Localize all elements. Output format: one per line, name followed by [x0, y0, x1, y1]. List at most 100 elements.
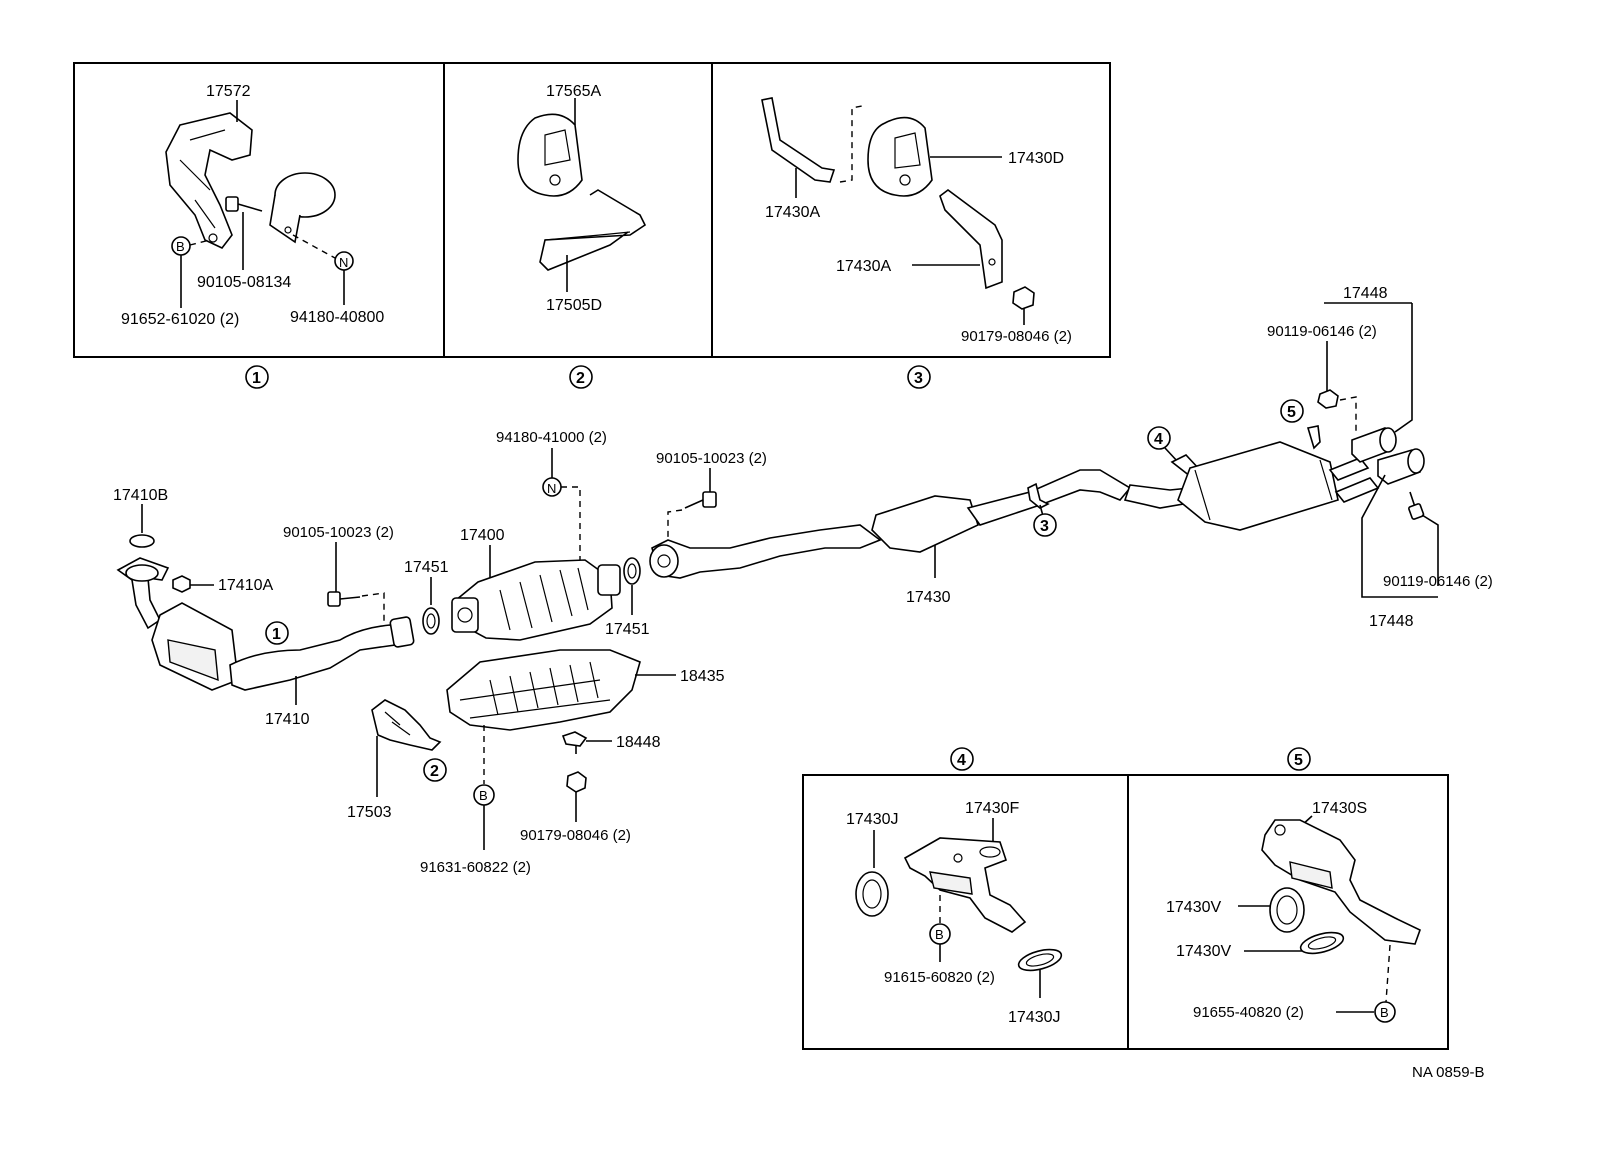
label-17410B: 17410B	[113, 487, 168, 504]
label-17503: 17503	[347, 804, 392, 821]
label-17572: 17572	[206, 83, 251, 100]
label-94180-41000: 94180-41000 (2)	[496, 429, 607, 446]
bracket-17503	[371, 699, 442, 751]
marker-b-main-text: B	[479, 788, 488, 803]
clip-18448	[561, 731, 588, 754]
callout-1-main-text: 1	[272, 626, 281, 643]
label-90105-10023-a: 90105-10023 (2)	[283, 524, 394, 541]
hanger-17430A-lower	[939, 189, 1003, 290]
label-17451-left: 17451	[404, 559, 449, 576]
tail-tip-17448-upper	[1351, 427, 1397, 463]
detail-box-3	[711, 62, 1111, 358]
mount-17430D	[867, 116, 933, 197]
callout-3-main-text: 3	[1040, 518, 1049, 535]
marker-b-box1-text: B	[176, 239, 185, 254]
callout-1-text: 1	[252, 370, 261, 387]
label-18435: 18435	[680, 668, 725, 685]
bolt-90105-10023-b	[684, 491, 717, 509]
mount-17565A	[517, 113, 583, 197]
catalytic-converter-17400	[451, 559, 621, 641]
ring-17430V-upper	[1269, 887, 1305, 933]
label-17505D: 17505D	[546, 297, 602, 314]
callout-3-text: 3	[914, 370, 923, 387]
hanger-17505D	[539, 189, 647, 271]
callout-3	[907, 365, 931, 389]
label-17430J-top: 17430J	[846, 811, 899, 828]
bracket-17430S	[1261, 819, 1421, 945]
label-17410: 17410	[265, 711, 310, 728]
label-17451-right: 17451	[605, 621, 650, 638]
callout-2	[569, 365, 593, 389]
bolt-90119-06146-top	[1317, 389, 1339, 409]
label-17430A-top: 17430A	[765, 204, 820, 221]
label-18448: 18448	[616, 734, 661, 751]
gasket-17410B	[129, 534, 155, 548]
label-17410A: 17410A	[218, 577, 273, 594]
bolt-90105-10023-a	[327, 591, 361, 607]
label-17430V-bottom: 17430V	[1176, 943, 1231, 960]
nut-90179-08046-bottom	[566, 771, 587, 793]
label-90105-08134: 90105-08134	[197, 274, 291, 291]
callout-2-text: 2	[576, 370, 585, 387]
label-17430D: 17430D	[1008, 150, 1064, 167]
callout-1-main	[265, 621, 289, 645]
callout-4-main	[1147, 426, 1171, 450]
callout-5-detail	[1287, 747, 1311, 771]
nut-90179-08046-top	[1012, 286, 1035, 310]
callout-4-detail-text: 4	[957, 752, 966, 769]
bracket-17430F	[903, 837, 1027, 933]
callout-2-main-text: 2	[430, 763, 439, 780]
label-17400: 17400	[460, 527, 505, 544]
gasket-17451-right	[623, 557, 641, 585]
nut-17410A	[172, 575, 191, 593]
callout-5-main	[1280, 399, 1304, 423]
ring-17430J-upper	[855, 871, 889, 917]
hanger-17430A-upper	[761, 97, 836, 183]
callout-1	[245, 365, 269, 389]
marker-n-box1-text: N	[339, 255, 348, 270]
label-90179-08046-top: 90179-08046 (2)	[961, 328, 1072, 345]
center-pipe-17430	[649, 469, 1197, 579]
callout-2-main	[423, 758, 447, 782]
muffler	[1170, 441, 1380, 531]
detail-box-5	[1127, 774, 1449, 1050]
label-17430V-top: 17430V	[1166, 899, 1221, 916]
label-91615-60820: 91615-60820 (2)	[884, 969, 995, 986]
label-94180-40800: 94180-40800	[290, 309, 384, 326]
ring-17430V-lower	[1299, 931, 1345, 955]
label-91655-40820: 91655-40820 (2)	[1193, 1004, 1304, 1021]
callout-3-main	[1033, 513, 1057, 537]
label-17430A-mid: 17430A	[836, 258, 891, 275]
callout-5-detail-text: 5	[1294, 752, 1303, 769]
label-17448-bottom: 17448	[1369, 613, 1414, 630]
bracket-17572	[165, 112, 253, 249]
label-90105-10023-b: 90105-10023 (2)	[656, 450, 767, 467]
label-90179-08046-bottom: 90179-08046 (2)	[520, 827, 631, 844]
marker-n-main-text: N	[547, 481, 556, 496]
callout-5-main-text: 5	[1287, 404, 1296, 421]
label-17448-top: 17448	[1343, 285, 1388, 302]
label-90119-06146-top: 90119-06146 (2)	[1267, 323, 1377, 340]
callout-4-main-text: 4	[1154, 431, 1163, 448]
bolt-90119-06146-bottom	[1408, 491, 1425, 520]
marker-b-box4-text: B	[935, 927, 944, 942]
label-17430J-bottom: 17430J	[1008, 1009, 1061, 1026]
label-17430: 17430	[906, 589, 951, 606]
tail-tip-17448-lower	[1377, 448, 1425, 485]
clamp-94180-40800	[269, 172, 336, 244]
label-17430S: 17430S	[1312, 800, 1367, 817]
marker-b-box5	[1374, 1001, 1396, 1023]
label-17565A: 17565A	[546, 83, 601, 100]
bolt-90105-08134	[225, 196, 263, 212]
marker-b-box5-text: B	[1380, 1005, 1389, 1020]
label-17430F: 17430F	[965, 800, 1019, 817]
label-90119-06146-bottom: 90119-06146 (2)	[1383, 573, 1493, 590]
callout-4-detail	[950, 747, 974, 771]
diagram-code: NA 0859-B	[1412, 1064, 1485, 1081]
heat-insulator-18435	[446, 649, 641, 731]
gasket-17451-left	[422, 607, 440, 635]
label-91652-61020: 91652-61020 (2)	[121, 311, 239, 328]
label-91631-60822: 91631-60822 (2)	[420, 859, 531, 876]
